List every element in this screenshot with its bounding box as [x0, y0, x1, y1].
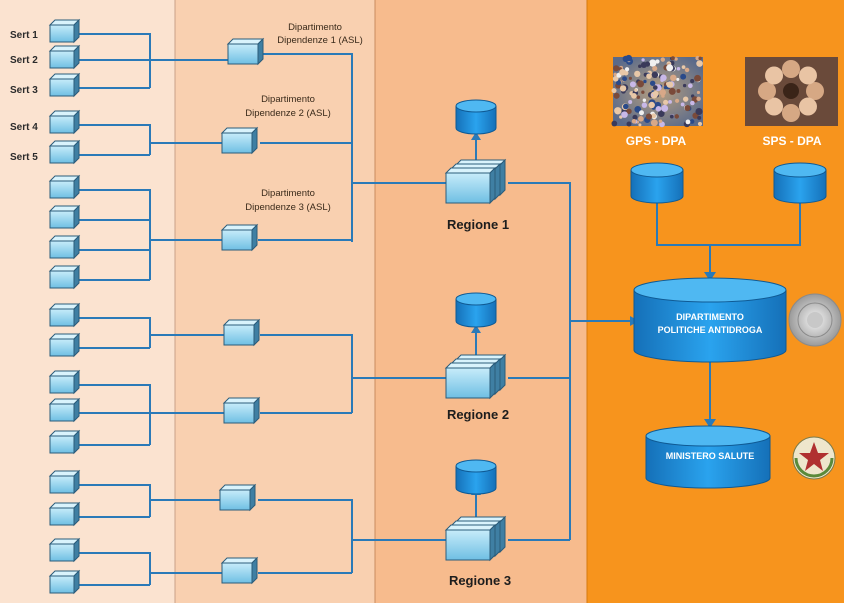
dipartimento-node: [218, 483, 257, 512]
panel-sert: [0, 0, 175, 603]
sert-label: Sert 2: [10, 55, 38, 66]
sert-node: [48, 234, 81, 260]
dipartimento-node: [220, 126, 259, 155]
ministero-database-icon: [645, 425, 771, 489]
sert-node: [48, 139, 81, 165]
region-database-icon: [455, 292, 497, 328]
crowd-photo: [611, 54, 703, 128]
dpa-label-line1: DIPARTIMENTO: [676, 312, 744, 322]
ministero-label: MINISTERO SALUTE: [666, 451, 755, 461]
sert-label: Sert 5: [10, 152, 38, 163]
sps-dpa-label: SPS - DPA: [762, 134, 821, 148]
region-database-icon: [455, 459, 497, 495]
panel-dipartimenti: [175, 0, 375, 603]
regione-label: Regione 3: [449, 573, 511, 588]
dipartimento-node: [226, 37, 265, 66]
region-stack-node: [444, 158, 507, 205]
sert-node: [48, 18, 81, 44]
connection-lines: [78, 33, 801, 586]
italian-emblem-icon: [792, 436, 836, 480]
region-stack-node: [444, 515, 507, 562]
dipartimento-label-line1: Dipartimento: [261, 188, 315, 199]
sert-node: [48, 332, 81, 358]
region-stack-layer: [444, 361, 497, 400]
region-nodes: [444, 158, 507, 562]
dipartimento-label-line2: Dipendenze 2 (ASL): [245, 108, 331, 119]
region-database-icon: [455, 99, 497, 135]
sert-node: [48, 109, 81, 135]
sert-node: [48, 429, 81, 455]
dpa-seal-icon: [788, 293, 842, 347]
sert-node: [48, 501, 81, 527]
sert-label: Sert 3: [10, 85, 38, 96]
region-stack-layer: [444, 523, 497, 562]
sert-node: [48, 72, 81, 98]
dipartimento-node: [222, 318, 261, 347]
gps-database-icon: [630, 162, 684, 204]
sert-node: [48, 264, 81, 290]
gps-dpa-label: GPS - DPA: [626, 134, 687, 148]
database-cylinders: [455, 99, 827, 495]
sert-nodes: [48, 18, 81, 595]
regione-label: Regione 1: [447, 217, 509, 232]
dipartimento-label-line2: Dipendenze 3 (ASL): [245, 202, 331, 213]
group-circle-photo: [745, 57, 838, 126]
sps-database-icon: [773, 162, 827, 204]
dipartimento-node: [220, 556, 259, 585]
dipartimento-label-line1: Dipartimento: [288, 22, 342, 33]
sert-node: [48, 397, 81, 423]
dipartimento-node: [220, 223, 259, 252]
region-stack-layer: [444, 166, 497, 205]
sert-label: Sert 4: [10, 122, 38, 133]
sert-node: [48, 569, 81, 595]
dipartimento-label-line1: Dipartimento: [261, 94, 315, 105]
sert-node: [48, 469, 81, 495]
sert-node: [48, 174, 81, 200]
sert-node: [48, 302, 81, 328]
dpa-database-icon: [633, 277, 787, 363]
regione-label: Regione 2: [447, 407, 509, 422]
dipartimento-node: [222, 396, 261, 425]
sert-node: [48, 44, 81, 70]
dpa-label-line2: POLITICHE ANTIDROGA: [658, 325, 763, 335]
sert-node: [48, 204, 81, 230]
sert-label: Sert 1: [10, 30, 38, 41]
dipartimento-label-line2: Dipendenze 1 (ASL): [277, 35, 363, 46]
region-stack-node: [444, 353, 507, 400]
sert-node: [48, 537, 81, 563]
sert-node: [48, 369, 81, 395]
dipartimento-nodes: [218, 37, 265, 585]
